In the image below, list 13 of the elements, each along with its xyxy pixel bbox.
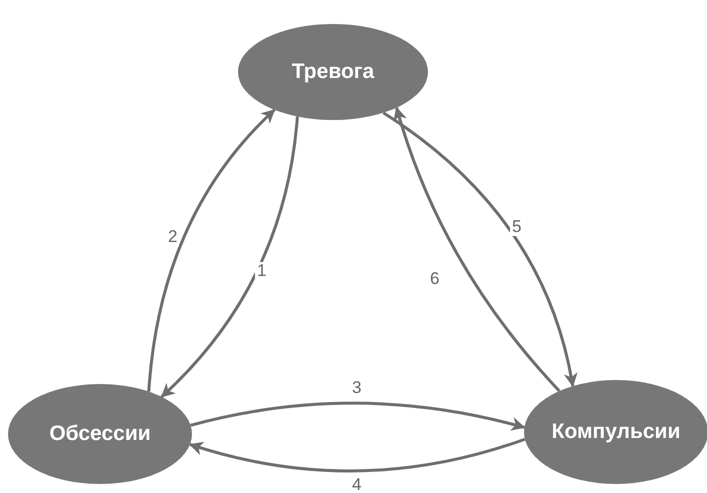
arrow [394,106,560,392]
edge-label: 2 [166,228,180,246]
arrow [382,111,578,388]
arrow [189,438,526,472]
arrow [160,116,299,398]
edge-label: 1 [255,262,268,280]
edge-label: 5 [510,218,524,236]
arrow [147,108,276,392]
node-label: Тревога [292,60,374,84]
arrow [190,402,526,431]
node-label: Обсессии [49,422,151,446]
edge-label: 4 [350,476,364,493]
node-label: Компульсии [552,420,680,444]
